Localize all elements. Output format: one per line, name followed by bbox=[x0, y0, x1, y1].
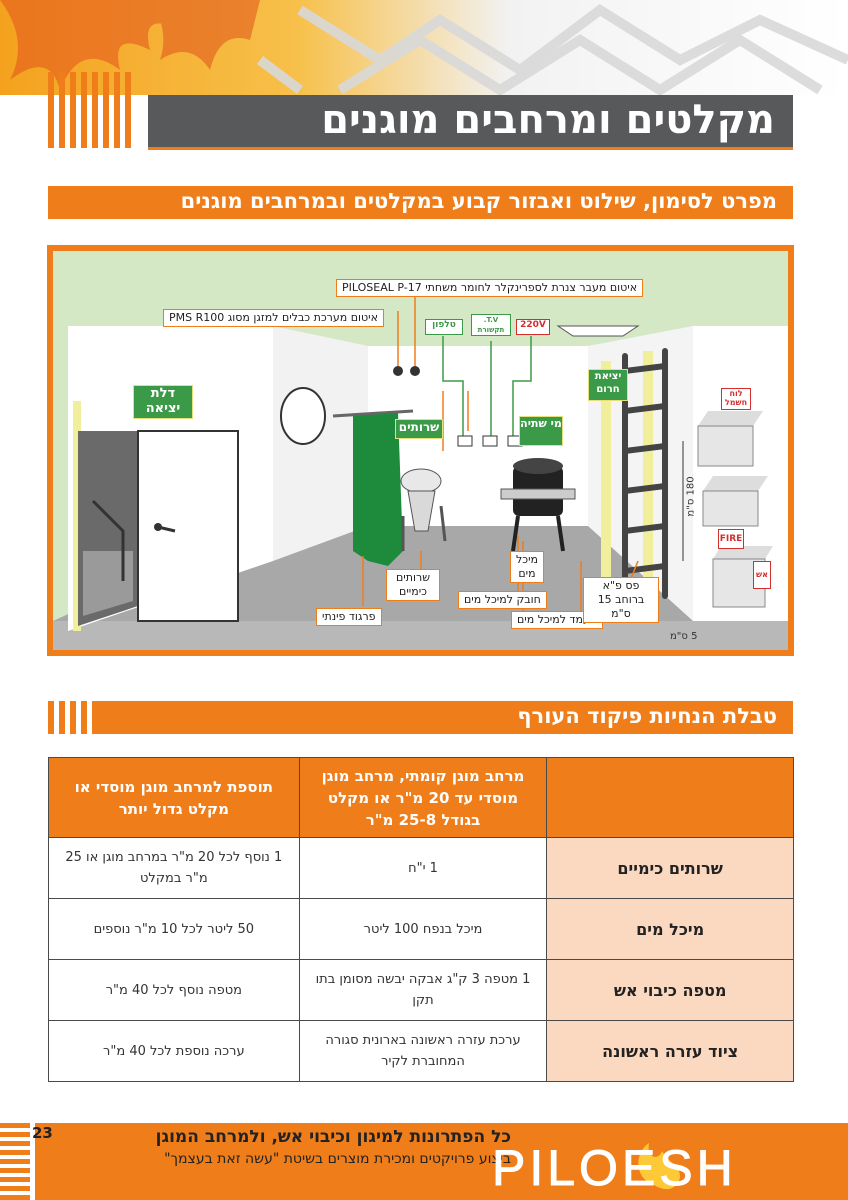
callout-ac-seal: איטום מערכת כבלים למזגן מסוג PMS R100 bbox=[163, 309, 384, 327]
sign-tv: T.V. תקשורת bbox=[471, 314, 511, 336]
footer-tagline: כל הפתרונות למיגון וכיבוי אש, ולמרחב המו… bbox=[155, 1127, 511, 1147]
piloesh-logo: PILOESH bbox=[492, 1140, 737, 1197]
table-row: מטפה כיבוי אש 1 מטפה 3 ק"ג אבקה יבשה מסו… bbox=[48, 959, 794, 1021]
footer-subline: ביצוע פרויקטים ומכירת מוצרים בשיטת "עשה … bbox=[164, 1151, 511, 1167]
footer-bar: כל הפתרונות למיגון וכיבוי אש, ולמרחב המו… bbox=[35, 1123, 848, 1200]
section-title-guidelines: טבלת הנחיות פיקוד העורף bbox=[517, 704, 777, 728]
sign-phone: טלפון bbox=[425, 319, 463, 335]
header-banner: מקלטים ומרחבים מוגנים bbox=[0, 0, 848, 150]
footer-logo-text: PILOESH bbox=[492, 1140, 737, 1196]
row-large-value: ערכה נוספת לכל 40 מ"ר bbox=[48, 1020, 300, 1082]
header-stripes bbox=[48, 72, 131, 148]
sign-fire-he: אש bbox=[753, 561, 771, 589]
row-large-value: 1 נוסף לכל 20 מ"ר במרחב מוגן או 25 מ"ר ב… bbox=[48, 837, 300, 899]
table-row: שרותים כימיים 1 י"ח 1 נוסף לכל 20 מ"ר במ… bbox=[48, 837, 794, 899]
row-small-value: ערכת עזרה ראשונה בארונית סגורה המחוברת ל… bbox=[298, 1020, 548, 1082]
row-small-value: 1 מטפה 3 ק"ג אבקה יבשה מסומן בתו תקן bbox=[298, 959, 548, 1021]
row-large-value: מטפה נוסף לכל 40 מ"ר bbox=[48, 959, 300, 1021]
header-small-space: מרחב מוגן קומתי, מרחב מוגן מוסדי עד 20 מ… bbox=[298, 757, 548, 838]
sign-toilets: שרותים bbox=[395, 419, 443, 439]
fire-maze-graphic bbox=[0, 0, 848, 96]
callout-water-stand: מעמד למיכל מים bbox=[511, 611, 604, 629]
dimension-height: 180 ס"מ bbox=[685, 476, 697, 517]
page-title: מקלטים ומרחבים מוגנים bbox=[321, 97, 775, 143]
row-label: ציוד עזרה ראשונה bbox=[546, 1020, 794, 1082]
sign-emergency-exit: יציאת חרום bbox=[588, 369, 628, 401]
row-small-value: מיכל בנפח 100 ליטר bbox=[298, 898, 548, 960]
callout-stripe: פס פ"א ברוחב 15 ס"מ bbox=[583, 577, 659, 623]
dimension-bottom: 5 ס"מ bbox=[670, 631, 698, 642]
title-bar: מקלטים ומרחבים מוגנים bbox=[148, 95, 793, 149]
callout-partition: פרגוד פינתי bbox=[316, 608, 382, 626]
callout-water-hug: חובק למיכל מים bbox=[458, 591, 547, 609]
row-label: מיכל מים bbox=[546, 898, 794, 960]
row-small-value: 1 י"ח bbox=[298, 837, 548, 899]
section-bar-guidelines: טבלת הנחיות פיקוד העורף bbox=[98, 701, 793, 734]
section-title-spec: מפרט לסימון, שילוט ואבזור קבוע במקלטים ו… bbox=[180, 189, 777, 213]
title-accent-line bbox=[148, 147, 793, 150]
table-row: מיכל מים מיכל בנפח 100 ליטר 50 ליטר לכל … bbox=[48, 898, 794, 960]
footer-stripes bbox=[0, 1123, 30, 1200]
header-large-space: תוספת למרחב מוגן מוסדי או מקלט גדול יותר bbox=[48, 757, 300, 838]
callout-chemical-toilets: שרותים כימיים bbox=[386, 569, 440, 601]
sign-power: 220V bbox=[516, 319, 550, 335]
row-large-value: 50 ליטר לכל 10 מ"ר נוספים bbox=[48, 898, 300, 960]
shelter-illustration: איטום מעבר צנרת לספרינקלר לחומר משחתי PI… bbox=[47, 245, 794, 656]
table-header-row: מרחב מוגן קומתי, מרחב מוגן מוסדי עד 20 מ… bbox=[48, 757, 794, 838]
sign-electric-board: לוח חשמל bbox=[721, 388, 751, 410]
sign-exit-door: דלת יציאה bbox=[133, 385, 193, 419]
row-label: שרותים כימיים bbox=[546, 837, 794, 899]
page-number: 23 bbox=[32, 1124, 53, 1142]
table-row: ציוד עזרה ראשונה ערכת עזרה ראשונה בארוני… bbox=[48, 1020, 794, 1082]
header-item bbox=[546, 757, 794, 838]
callout-water-container: מיכל מים bbox=[510, 551, 544, 583]
section-stripes bbox=[48, 701, 98, 734]
guidelines-table: מרחב מוגן קומתי, מרחב מוגן מוסדי עד 20 מ… bbox=[48, 757, 794, 1082]
sign-drinking-water: מי שתיה bbox=[519, 416, 563, 446]
section-bar-spec: מפרט לסימון, שילוט ואבזור קבוע במקלטים ו… bbox=[48, 186, 793, 219]
sign-fire-en: FIRE bbox=[718, 529, 744, 549]
row-label: מטפה כיבוי אש bbox=[546, 959, 794, 1021]
callout-sprinkler-seal: איטום מעבר צנרת לספרינקלר לחומר משחתי PI… bbox=[336, 279, 644, 297]
